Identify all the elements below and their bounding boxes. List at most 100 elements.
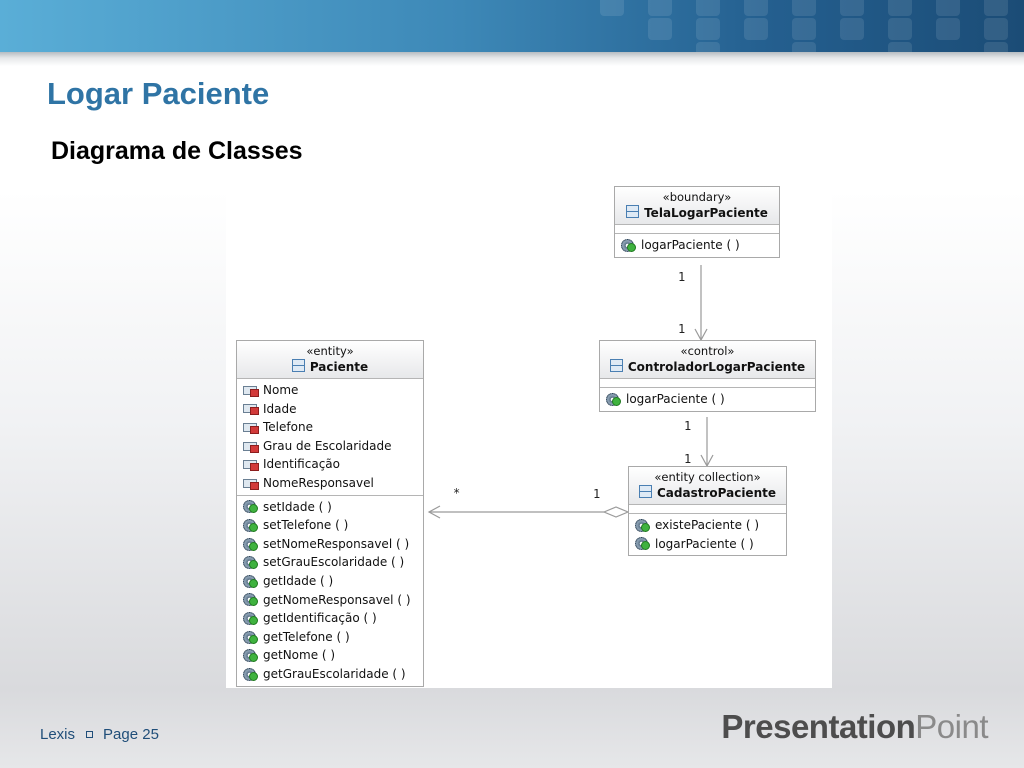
operations-section: logarPaciente ( ) [615,234,779,257]
operation-name: existePaciente ( ) [655,518,759,532]
attribute-row: Nome [243,381,423,400]
attribute-name: Idade [263,401,297,416]
multiplicity-controlador-target: 1 [678,322,686,336]
operation-icon [243,556,259,570]
arrowhead-cadastro-paciente [427,505,441,519]
attributes-section: Nome Idade Telefone Grau de Escolaridade… [237,379,423,496]
header-decoration [792,18,816,40]
attribute-icon [243,440,259,453]
class-name: TelaLogarPaciente [644,206,768,220]
operation-name: logarPaciente ( ) [641,238,740,252]
attribute-name: NomeResponsavel [263,475,374,490]
header-decoration [984,0,1008,16]
multiplicity-tela-source: 1 [678,270,686,284]
attribute-name: Identificação [263,457,340,472]
operation-row: setNomeResponsavel ( ) [243,535,423,554]
attributes-section [600,379,815,388]
class-name: Paciente [309,360,369,374]
operation-name: getIdentificação ( ) [263,611,377,626]
operation-name: getNomeResponsavel ( ) [263,592,411,607]
operation-row: getGrauEscolaridade ( ) [243,665,423,684]
operation-name: setIdade ( ) [263,499,332,514]
footer-company: Lexis [40,726,76,743]
class-name-row: Paciente [241,359,419,376]
multiplicity-paciente-target: * [453,486,461,500]
attribute-row: NomeResponsavel [243,474,423,493]
class-controlador-logar-paciente[interactable]: «control» ControladorLogarPaciente logar… [599,340,816,412]
brand-logo: PresentationPoint [721,708,988,746]
operation-name: getIdade ( ) [263,573,334,588]
class-stereotype: «entity» [306,344,354,358]
attribute-icon [243,421,259,434]
header-decoration [984,42,1008,52]
header-decoration [696,0,720,16]
class-cadastro-paciente[interactable]: «entity collection» CadastroPaciente exi… [628,466,787,557]
header-decoration [648,18,672,40]
attribute-row: Grau de Escolaridade [243,437,423,456]
operation-row: getIdade ( ) [243,572,423,591]
multiplicity-controlador-source: 1 [684,419,692,433]
header-decoration [648,0,672,16]
operation-row: logarPaciente ( ) [621,236,779,255]
operation-name: setNomeResponsavel ( ) [263,536,410,551]
footer-page-info: Lexis Page 25 [40,726,159,743]
attribute-icon [243,477,259,490]
operation-row: setGrauEscolaridade ( ) [243,553,423,572]
operation-row: setIdade ( ) [243,498,423,517]
operation-icon [243,574,259,588]
class-paciente[interactable]: «entity» Paciente Nome Idade Telefone Gr… [236,340,424,687]
operation-row: getNome ( ) [243,646,423,665]
operation-row: logarPaciente ( ) [635,535,786,554]
class-name-row: TelaLogarPaciente [619,205,775,222]
header-decoration [744,18,768,40]
class-diagram: 1 1 1 1 1 * «boundary» TelaLogarPaciente… [226,180,832,688]
attribute-icon [243,458,259,472]
header-shadow [0,52,1024,66]
header-decoration [888,0,912,16]
header-decoration [936,0,960,16]
header-decoration [984,18,1008,40]
attribute-name: Grau de Escolaridade [263,438,392,453]
class-icon [291,359,305,372]
operation-row: existePaciente ( ) [635,516,786,535]
class-stereotype: «control» [680,344,735,358]
operation-row: getIdentificação ( ) [243,609,423,628]
operation-icon [621,238,637,252]
class-icon [609,359,623,372]
operation-name: logarPaciente ( ) [655,536,754,551]
operation-icon [243,537,259,551]
operation-icon [606,392,622,406]
header-decoration [888,18,912,40]
operations-section: logarPaciente ( ) [600,388,815,411]
attribute-name: Nome [263,383,299,397]
footer-page-number: Page 25 [103,726,159,743]
operation-name: getGrauEscolaridade ( ) [263,666,406,681]
operation-icon [635,537,651,551]
class-stereotype: «boundary» [662,190,732,204]
class-stereotype: «entity collection» [654,470,761,484]
operation-row: getNomeResponsavel ( ) [243,591,423,610]
diagram-connectors [427,265,714,519]
multiplicity-cadastro-source: 1 [593,487,601,501]
operation-name: setGrauEscolaridade ( ) [263,555,405,570]
attribute-icon [243,402,259,416]
class-header: «entity» Paciente [237,341,423,379]
multiplicity-cadastro-target: 1 [684,452,692,466]
header-decoration [696,42,720,52]
class-name-row: CadastroPaciente [633,485,782,502]
header-bar [0,0,1024,52]
slide-subtitle: Diagrama de Classes [51,137,303,165]
attribute-name: Telefone [263,420,313,435]
operation-name: logarPaciente ( ) [626,392,725,406]
class-icon [626,205,640,218]
operation-row: setTelefone ( ) [243,516,423,535]
header-decoration [840,18,864,40]
operation-icon [635,518,651,532]
operation-icon [243,518,259,532]
attributes-section [629,505,786,514]
bullet-separator-icon [86,731,94,738]
class-tela-logar-paciente[interactable]: «boundary» TelaLogarPaciente logarPacien… [614,186,780,258]
operation-name: setTelefone ( ) [263,518,349,533]
attribute-row: Telefone [243,418,423,437]
attribute-icon [243,384,259,397]
